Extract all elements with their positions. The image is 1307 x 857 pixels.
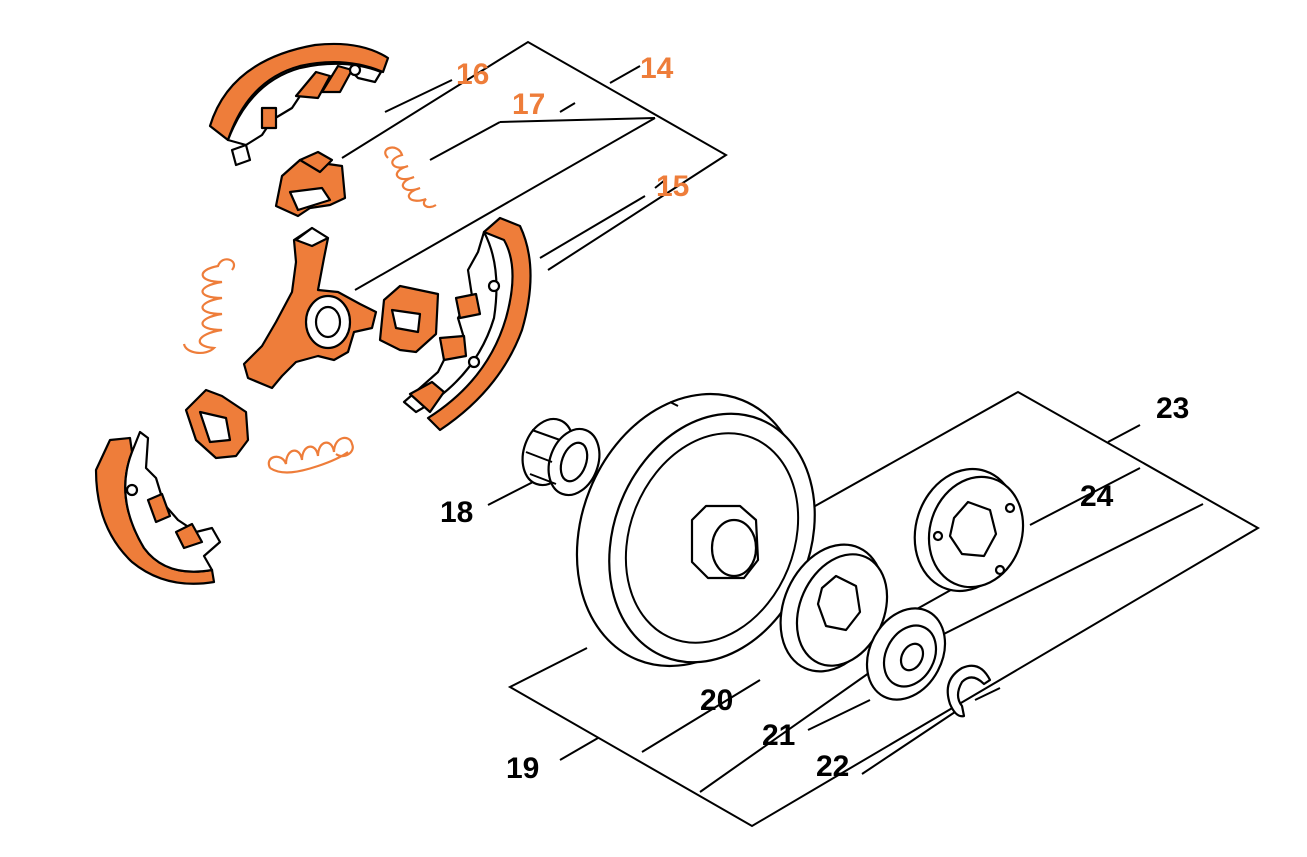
shoe-block-bottom xyxy=(184,388,250,460)
clutch-drum xyxy=(575,392,816,668)
clutch-shoe-bottom xyxy=(94,430,222,585)
clutch-spring-bottom xyxy=(267,436,354,474)
shoe-block-top xyxy=(274,150,347,218)
callout-14: 14 xyxy=(640,52,674,85)
needle-bearing xyxy=(521,417,601,497)
callout-18: 18 xyxy=(440,496,473,529)
e-clip xyxy=(946,664,992,718)
callout-16: 16 xyxy=(456,58,489,91)
shoe-block-middle xyxy=(378,284,440,354)
clutch-spring-left xyxy=(182,258,235,354)
clutch-shoe-top xyxy=(208,42,390,167)
callout-21: 21 xyxy=(762,719,795,752)
leader-lines xyxy=(341,40,1260,828)
callout-15: 15 xyxy=(656,170,689,203)
clutch-carrier xyxy=(242,226,378,390)
callout-19: 19 xyxy=(506,752,539,785)
callout-23: 23 xyxy=(1156,392,1189,425)
callout-17: 17 xyxy=(512,88,545,121)
clutch-shoe-right xyxy=(402,216,532,432)
callout-24: 24 xyxy=(1080,480,1114,513)
callout-20: 20 xyxy=(700,684,733,717)
spur-sprocket xyxy=(913,467,1025,593)
callout-22: 22 xyxy=(816,750,849,783)
washer xyxy=(865,607,947,701)
clutch-spring-top xyxy=(384,146,437,209)
callout-labels: 14 15 16 17 18 19 20 21 22 23 24 xyxy=(440,52,1189,785)
